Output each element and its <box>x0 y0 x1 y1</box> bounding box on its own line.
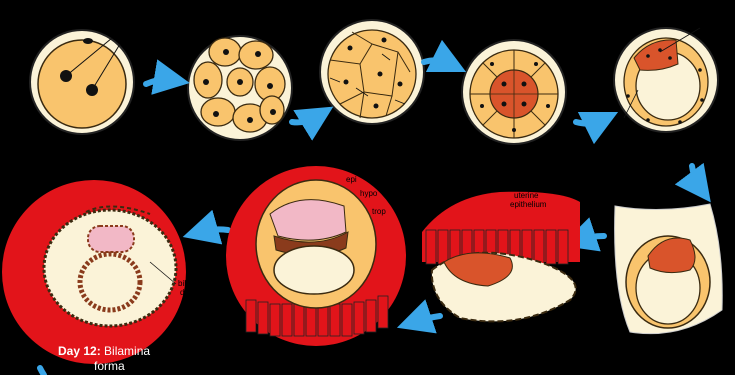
stage-implanted-embryo: epi hypo trop <box>226 166 406 346</box>
stage-early-blastocyst <box>462 40 566 144</box>
caption-line-1: Day 12: Bilamina <box>58 344 150 358</box>
stage-hatched-blastocyst <box>615 204 723 334</box>
stage-blastocyst <box>614 28 718 132</box>
caption-line-2: forma <box>94 359 125 373</box>
label-hypoblast: hypo <box>360 189 378 198</box>
stage-zygote <box>30 30 134 134</box>
stage-8-cell <box>188 36 292 140</box>
caption-text: Bilamina <box>104 344 150 358</box>
label-trophoblast: trop <box>372 207 386 216</box>
stage-implantation: uterine epithelium <box>422 191 580 321</box>
label-uterine: uterine <box>514 191 539 200</box>
stage-morula <box>320 20 424 124</box>
label-bilaminar: bilam <box>178 279 197 288</box>
label-epiblast: epi <box>346 175 357 184</box>
label-disc: disc <box>180 288 194 297</box>
caption-day: Day 12: <box>58 344 101 358</box>
label-epithelium: epithelium <box>510 200 547 209</box>
